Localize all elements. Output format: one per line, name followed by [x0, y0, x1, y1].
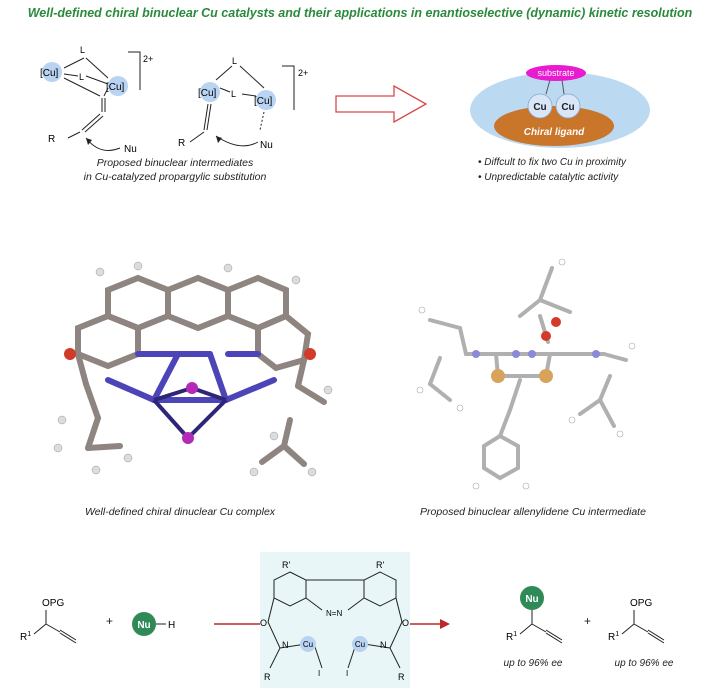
charge-label: 2+ — [143, 54, 153, 64]
charge-label: 2+ — [298, 68, 308, 78]
iodide-label: I — [318, 669, 320, 678]
intermediate-model-caption: Proposed binuclear allenylidene Cu inter… — [420, 506, 646, 518]
r-prime-label: R' — [282, 560, 290, 570]
binuclear-intermediates-scheme: [Cu] [Cu] L L R Nu 2+ [Cu] [Cu] L L — [40, 45, 308, 155]
bullet-text: Diffcult to fix two Cu in proximity — [484, 157, 626, 168]
cu-label: Cu — [355, 640, 365, 649]
r-label: R — [264, 672, 271, 682]
o-label: O — [260, 618, 267, 628]
cu-label: [Cu] — [106, 82, 125, 93]
plus-sign: + — [106, 614, 114, 628]
propargylic-substrate: OPG R1 — [20, 598, 77, 644]
o-label: O — [402, 618, 409, 628]
ligand-label: L — [80, 45, 85, 55]
bullet-item: • Unpredictable catalytic activity — [478, 172, 619, 183]
cu-label: [Cu] — [40, 68, 59, 79]
ligand-label: L — [232, 56, 237, 66]
r-label: R — [178, 138, 185, 149]
crystal-structure-image — [53, 261, 333, 477]
cu-circle-label: Cu — [533, 102, 546, 113]
r-label: R — [398, 672, 405, 682]
cu-label: Cu — [303, 640, 313, 649]
recovered-substrate: OPG R1 — [608, 598, 665, 644]
figure-title: Well-defined chiral binuclear Cu catalys… — [27, 6, 693, 20]
bullet-item: • Diffcult to fix two Cu in proximity — [478, 157, 626, 168]
cu-label: [Cu] — [254, 96, 273, 107]
intermediate-structure-1: [Cu] [Cu] L L R Nu 2+ — [40, 45, 153, 155]
r-label: R — [48, 134, 55, 145]
cu-label: [Cu] — [198, 88, 217, 99]
r1-label: R1 — [608, 631, 619, 643]
nu-label: Nu — [137, 620, 150, 631]
nucleophile: Nu H — [132, 612, 175, 636]
intermediate-model-image — [416, 258, 636, 490]
recovered-ee-label: up to 96% ee — [614, 658, 674, 669]
intermediates-caption-line1: Proposed binuclear intermediates — [96, 157, 254, 169]
nu-label: Nu — [525, 594, 538, 605]
r1-label: R1 — [20, 631, 31, 643]
cu-circle-label: Cu — [561, 102, 574, 113]
r1-label: R1 — [506, 631, 517, 643]
intermediate-structure-2: [Cu] [Cu] L L R Nu 2+ — [178, 56, 308, 151]
intermediates-caption-line2: in Cu-catalyzed propargylic substitution — [83, 171, 267, 183]
concept-diagram: Cu Cu substrate Chiral ligand — [470, 65, 650, 148]
opg-label: OPG — [630, 598, 652, 609]
crystal-structure-caption: Well-defined chiral dinuclear Cu complex — [84, 506, 276, 518]
plus-sign: + — [584, 614, 592, 628]
r-prime-label: R' — [376, 560, 384, 570]
ligand-label: L — [79, 72, 84, 82]
ligand-label: L — [231, 89, 236, 99]
n-label: N — [380, 640, 387, 650]
bullet-text: Unpredictable catalytic activity — [484, 172, 619, 183]
chiral-ligand-label: Chiral ligand — [524, 127, 585, 138]
catalyst-structure: R' R' N=N O O N N Cu Cu I I R R — [260, 552, 410, 688]
transition-arrow-icon — [335, 84, 428, 124]
nu-label: Nu — [260, 140, 273, 151]
h-label: H — [168, 620, 175, 631]
n-label: N — [282, 640, 289, 650]
opg-label: OPG — [42, 598, 64, 609]
product-ee-label: up to 96% ee — [503, 658, 563, 669]
nu-label: Nu — [124, 144, 137, 155]
substituted-product: Nu R1 — [506, 586, 563, 644]
azo-label: N=N — [326, 609, 342, 618]
substrate-label: substrate — [537, 68, 574, 78]
iodide-label: I — [346, 669, 348, 678]
